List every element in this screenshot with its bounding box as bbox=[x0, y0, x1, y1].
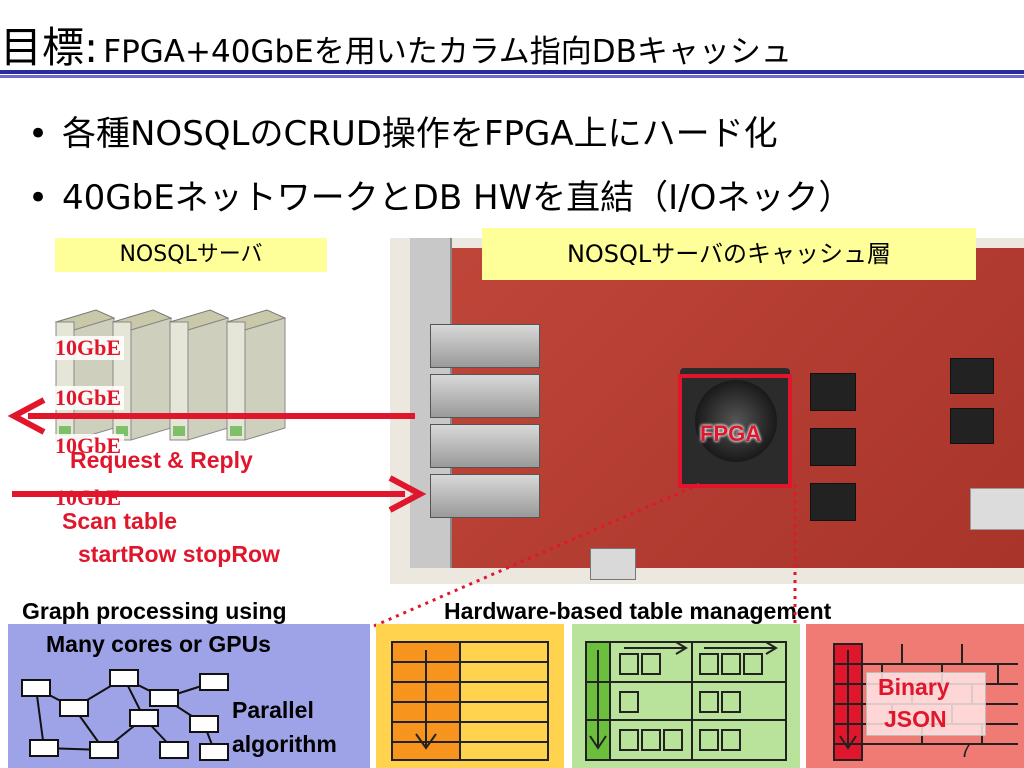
json-label-box bbox=[866, 672, 986, 736]
row-table-icon bbox=[391, 641, 549, 761]
arrow-left-icon bbox=[7, 397, 415, 435]
nosql-server-label: NOSQLサーバ bbox=[55, 238, 327, 272]
page-number: 7 bbox=[960, 740, 972, 762]
fpga-highlight-box bbox=[678, 374, 792, 488]
hw-table-mgmt-label: Hardware-based table management bbox=[444, 598, 832, 624]
cache-layer-label: NOSQLサーバのキャッシュ層 bbox=[482, 228, 976, 280]
port-label-1: 10GbE bbox=[52, 336, 125, 360]
port-label-3: 10GbE bbox=[52, 434, 125, 458]
bullet-symbol: • bbox=[28, 114, 49, 154]
fpga-board-photo bbox=[390, 238, 1024, 584]
fpga-label: FPGA bbox=[700, 421, 762, 446]
port-label-4: 10GbE bbox=[52, 486, 125, 510]
bullet-text-2: 40GbEネットワークとDB HWを直結（I/Oネック） bbox=[62, 178, 853, 218]
title-main: 目標: bbox=[0, 23, 99, 72]
bullet-symbol: • bbox=[28, 178, 49, 218]
column-table-icon bbox=[585, 641, 787, 761]
parallel-label: Parallel bbox=[232, 697, 314, 723]
graph-network-icon bbox=[21, 669, 229, 761]
title-rule bbox=[0, 70, 1024, 78]
arrows-layer bbox=[7, 397, 427, 513]
scan-rows-label: startRow stopRow bbox=[78, 541, 280, 567]
slide-title: 目標: FPGA+40GbEを用いたカラム指向DBキャッシュ bbox=[0, 14, 792, 75]
bullet-item-1: • 各種NOSQLのCRUD操作をFPGA上にハード化 bbox=[28, 106, 778, 155]
bullet-item-2: • 40GbEネットワークとDB HWを直結（I/Oネック） bbox=[28, 170, 852, 219]
many-cores-label: Many cores or GPUs bbox=[46, 631, 271, 657]
bullet-text-1: 各種NOSQLのCRUD操作をFPGA上にハード化 bbox=[62, 114, 778, 154]
graph-processing-label: Graph processing using bbox=[22, 598, 287, 624]
title-sub: FPGA+40GbEを用いたカラム指向DBキャッシュ bbox=[103, 34, 792, 70]
request-reply-label: Request & Reply bbox=[70, 447, 253, 473]
port-label-2: 10GbE bbox=[52, 386, 125, 410]
arrow-right-icon bbox=[12, 475, 427, 513]
dotted-connectors bbox=[373, 482, 797, 628]
binary-label: Binary bbox=[878, 674, 950, 700]
server-rack-icon bbox=[54, 309, 287, 441]
json-label: JSON bbox=[884, 706, 947, 732]
scan-table-label: Scan table bbox=[62, 508, 178, 534]
algorithm-label: algorithm bbox=[232, 731, 337, 757]
